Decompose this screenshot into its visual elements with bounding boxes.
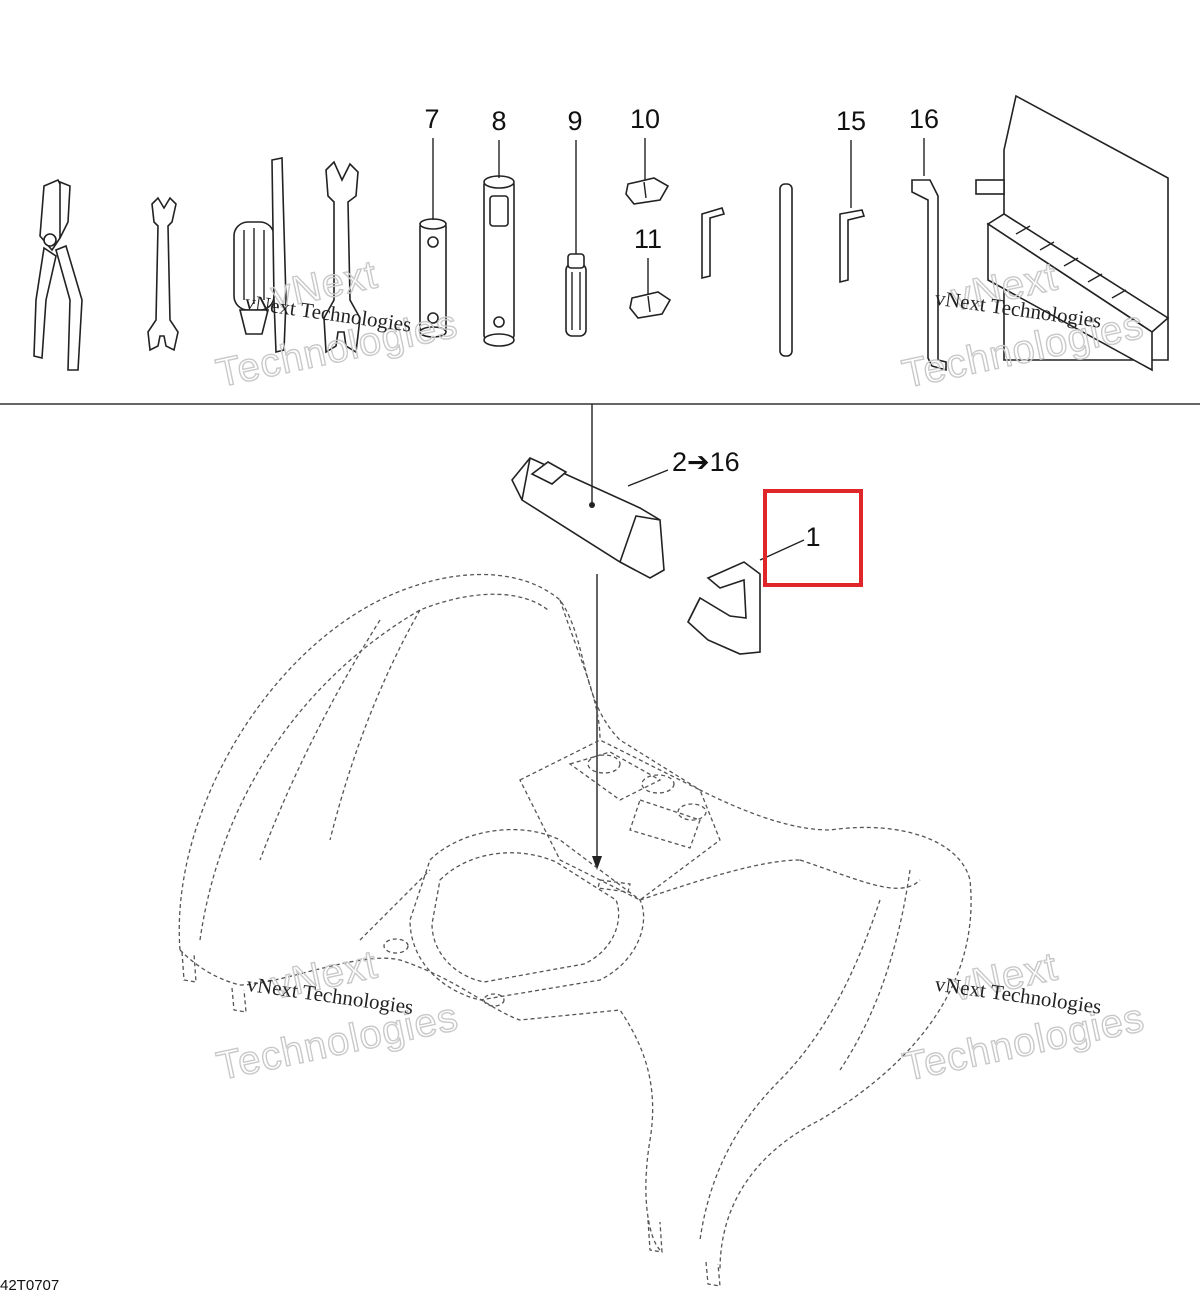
screwdriver-handle-icon <box>233 221 275 335</box>
screwdriver-bit-icon <box>271 157 287 354</box>
strap-icon <box>687 561 761 655</box>
leader-1 <box>759 539 805 561</box>
tool-bag-icon <box>511 457 665 579</box>
highlight-box <box>763 489 863 587</box>
watermark-bottom-left: vNext Technologies <box>212 942 463 1090</box>
callout-11: 11 <box>634 224 662 254</box>
tool-holder-box-icon <box>975 94 1170 372</box>
long-hook-key-icon <box>911 179 947 372</box>
allen-key-15-icon <box>839 209 866 284</box>
rear-fender-outline <box>178 573 972 1287</box>
callout-9: 9 <box>567 106 582 136</box>
watermark-big-h: Technologies <box>899 996 1148 1090</box>
callout-10: 10 <box>630 104 660 134</box>
leader-2-16 <box>627 469 669 487</box>
tool-kit-strip: 7 8 9 10 11 15 16 <box>33 94 1170 372</box>
large-socket-icon <box>483 175 515 347</box>
pliers-icon <box>33 178 83 371</box>
arrow-head-icon <box>592 856 602 870</box>
watermark-big-f: Technologies <box>213 995 462 1089</box>
fuse-icon-10 <box>625 177 670 205</box>
callout-7: 7 <box>424 104 439 134</box>
watermark-bottom-right: vNext Technologies <box>898 944 1149 1091</box>
callout-2-16: 2➔16 <box>672 447 740 477</box>
fuse-icon-11 <box>629 291 672 319</box>
small-wrench-icon <box>147 196 179 352</box>
double-wrench-icon <box>323 160 361 354</box>
fuse-puller-icon <box>565 253 587 337</box>
callout-15: 15 <box>836 106 866 136</box>
allen-key-icon <box>701 207 726 280</box>
callout-1: 1 <box>805 522 820 552</box>
callout-8: 8 <box>491 106 506 136</box>
assembly-view: 2➔16 1 <box>178 404 972 1287</box>
rod-icon <box>779 183 793 357</box>
spark-plug-socket-icon <box>419 218 447 338</box>
figure-id: 42T0707 <box>0 1277 59 1294</box>
callout-16: 16 <box>909 104 939 134</box>
